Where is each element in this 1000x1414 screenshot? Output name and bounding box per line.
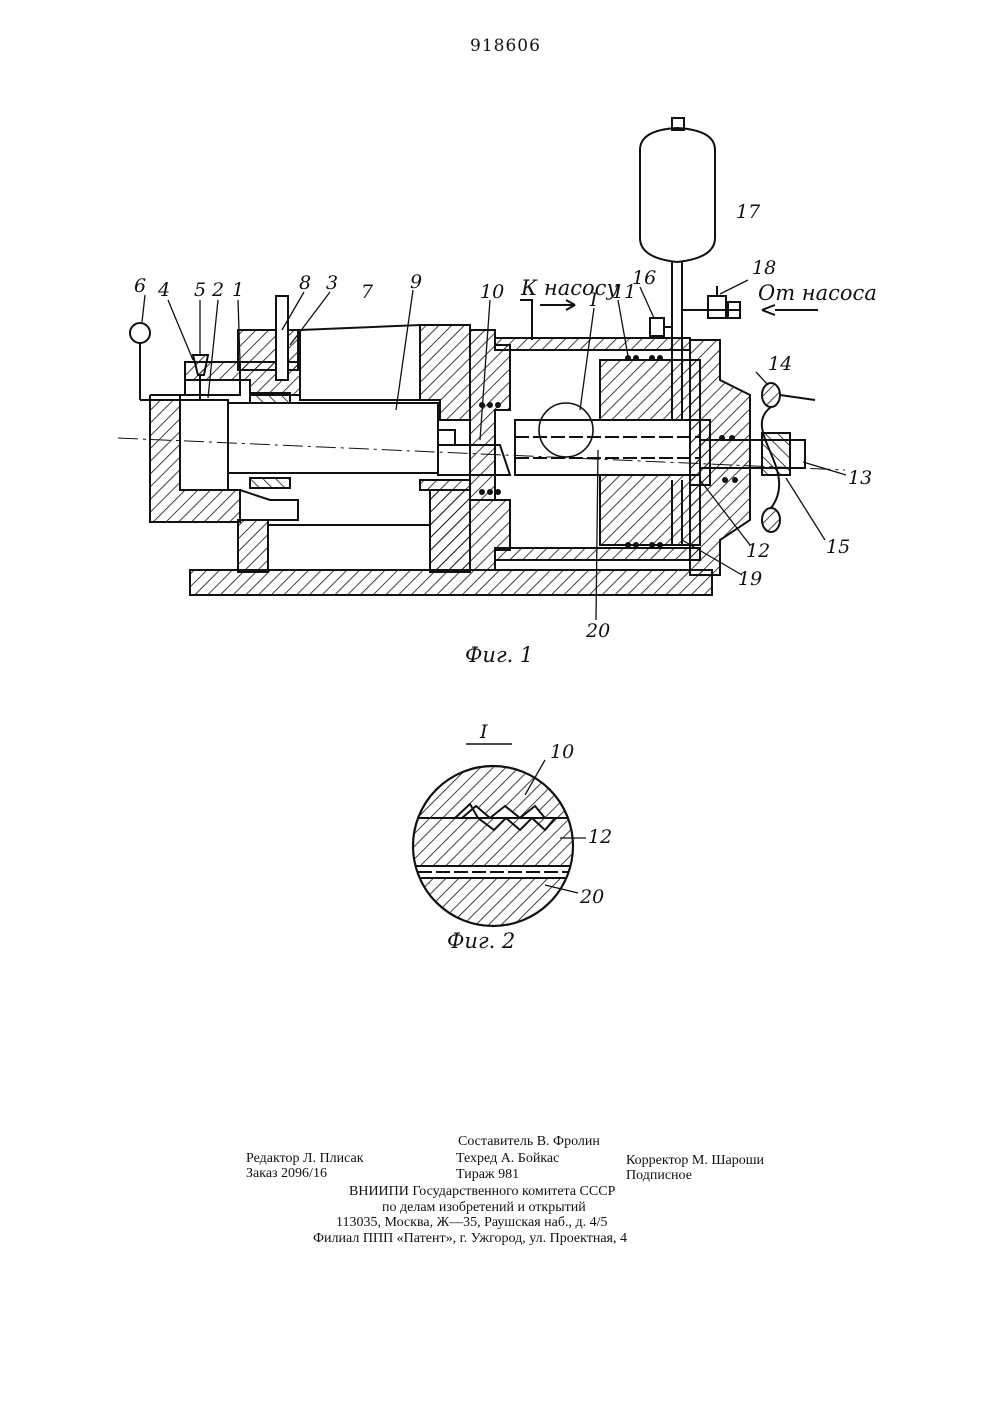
colophon-editor: Редактор Л. Плисак	[246, 1151, 364, 1167]
label-6: 6	[134, 275, 146, 297]
gauge-6	[130, 323, 150, 343]
label-7: 7	[361, 281, 374, 303]
label-14: 14	[768, 353, 792, 375]
label-15: 15	[826, 536, 850, 558]
label-detail-I: I	[589, 289, 598, 311]
base-plate	[190, 570, 712, 595]
figure-2-caption: Фиг. 2	[447, 929, 515, 953]
piston-2	[180, 400, 228, 490]
label-8: 8	[299, 272, 311, 294]
colophon-order: Заказ 2096/16	[246, 1166, 327, 1182]
label-3: 3	[326, 272, 338, 294]
colophon-techred: Техред А. Бойкас	[456, 1151, 559, 1167]
label-5: 5	[194, 279, 206, 301]
label-18: 18	[752, 257, 776, 279]
label-19: 19	[738, 568, 762, 590]
label-from-pump: От насоса	[758, 281, 877, 305]
colophon-circulation: Тираж 981	[456, 1167, 519, 1183]
valve-16	[650, 318, 664, 336]
figure-1	[118, 118, 846, 620]
technical-drawing: 6 4 5 2 1 8 3 7 9 10 К насосу I 11 16 17…	[0, 0, 1000, 1000]
figure-2	[400, 744, 600, 938]
figure-1-caption: Фиг. 1	[465, 643, 533, 667]
colophon-org-line1: ВНИИПИ Государственного комитета СССР	[349, 1184, 615, 1200]
label-16: 16	[632, 267, 656, 289]
colophon-org-line2: по делам изобретений и открытий	[382, 1200, 586, 1216]
colophon-address: 113035, Москва, Ж—35, Раушская наб., д. …	[336, 1215, 608, 1231]
accumulator-17	[640, 128, 715, 262]
label-9: 9	[410, 271, 422, 293]
label-13: 13	[848, 467, 872, 489]
label-1: 1	[232, 279, 244, 301]
screw-12	[515, 420, 700, 475]
label-to-pump: К насосу	[520, 276, 619, 300]
colophon-compiler: Составитель В. Фролин	[458, 1134, 600, 1150]
label-2: 2	[211, 279, 224, 301]
figure-2-title: I	[479, 721, 488, 743]
rod-9	[228, 403, 438, 473]
colophon-corrector: Корректор М. Шароши	[626, 1153, 764, 1169]
label-20: 20	[585, 620, 610, 642]
label-12: 12	[746, 540, 770, 562]
label-17: 17	[736, 201, 761, 223]
detail-I-circle	[539, 403, 593, 457]
label-10: 10	[480, 281, 504, 303]
stand	[238, 520, 268, 572]
label-4: 4	[157, 279, 170, 301]
fig2-label-20: 20	[579, 886, 604, 908]
frame-7	[300, 325, 420, 400]
colophon-branch: Филиал ППП «Патент», г. Ужгород, ул. Про…	[313, 1231, 627, 1247]
colophon-subscription: Подписное	[626, 1168, 692, 1184]
handwheel-14	[762, 383, 780, 407]
valve-18	[708, 296, 726, 318]
fig2-label-10: 10	[550, 741, 574, 763]
fig2-label-12: 12	[588, 826, 612, 848]
